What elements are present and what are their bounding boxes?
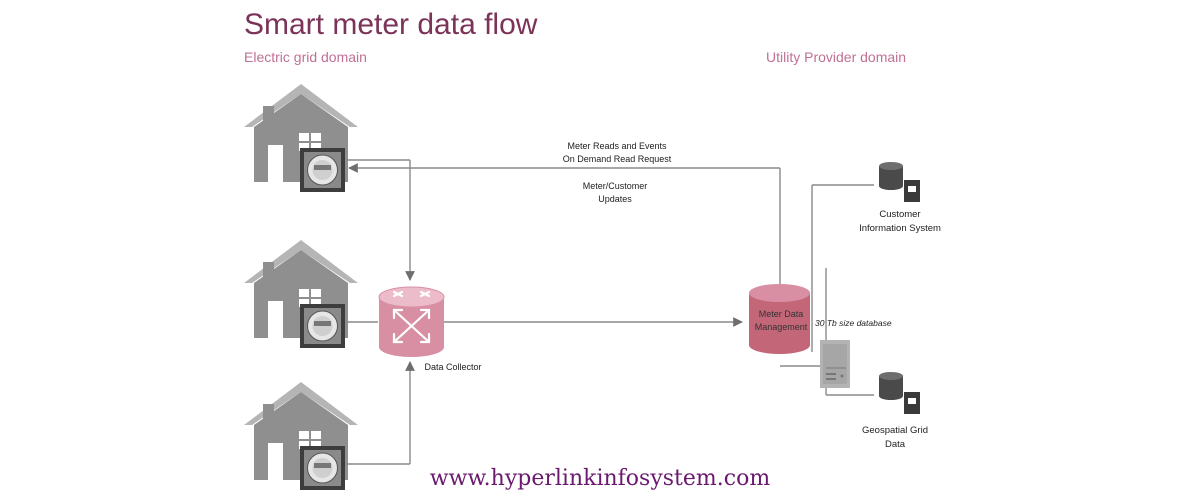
updates-line: Updates <box>598 194 632 205</box>
flow-lines <box>345 159 874 465</box>
geospatial-grid-data-label: Geospatial Grid Data <box>840 424 950 452</box>
database-icon <box>879 162 920 202</box>
meter-data-management-label: Meter Data Management <box>749 308 813 334</box>
data-collector-node <box>378 286 445 357</box>
page-title: Smart meter data flow <box>244 8 538 41</box>
house-1 <box>243 83 359 193</box>
meter-reads-label: Meter Reads and Events On Demand Read Re… <box>512 140 722 166</box>
smart-meter-icon <box>299 303 346 349</box>
meter-reads-line: Meter Reads and Events <box>567 141 667 151</box>
watermark-url: www.hyperlinkinfosystem.com <box>429 466 771 491</box>
database-icon <box>879 372 920 414</box>
updates-label: Meter/Customer Updates <box>540 180 690 206</box>
geo-line-2: Data <box>884 438 906 450</box>
smart-meter-icon <box>299 147 346 193</box>
on-demand-read-line: On Demand Read Request <box>562 154 672 165</box>
meter-customer-line: Meter/Customer <box>582 181 648 191</box>
router-icon <box>392 290 431 344</box>
house-2 <box>243 239 359 349</box>
meter-data-management-node <box>749 284 810 354</box>
mdm-line-1: Meter Data <box>758 309 804 319</box>
geo-line-1: Geospatial Grid <box>861 425 928 436</box>
server-icon <box>820 340 850 388</box>
utility-provider-domain-label: Utility Provider domain <box>766 49 907 65</box>
database-size-note: 30 Tb size database <box>815 318 892 328</box>
data-collector-label: Data Collector <box>424 362 482 372</box>
cis-line-1: Customer <box>879 209 921 220</box>
electric-grid-domain-label: Electric grid domain <box>244 49 367 65</box>
cis-line-2: Information System <box>859 222 941 234</box>
mdm-line-2: Management <box>754 322 808 333</box>
customer-information-system-label: Customer Information System <box>840 208 960 236</box>
